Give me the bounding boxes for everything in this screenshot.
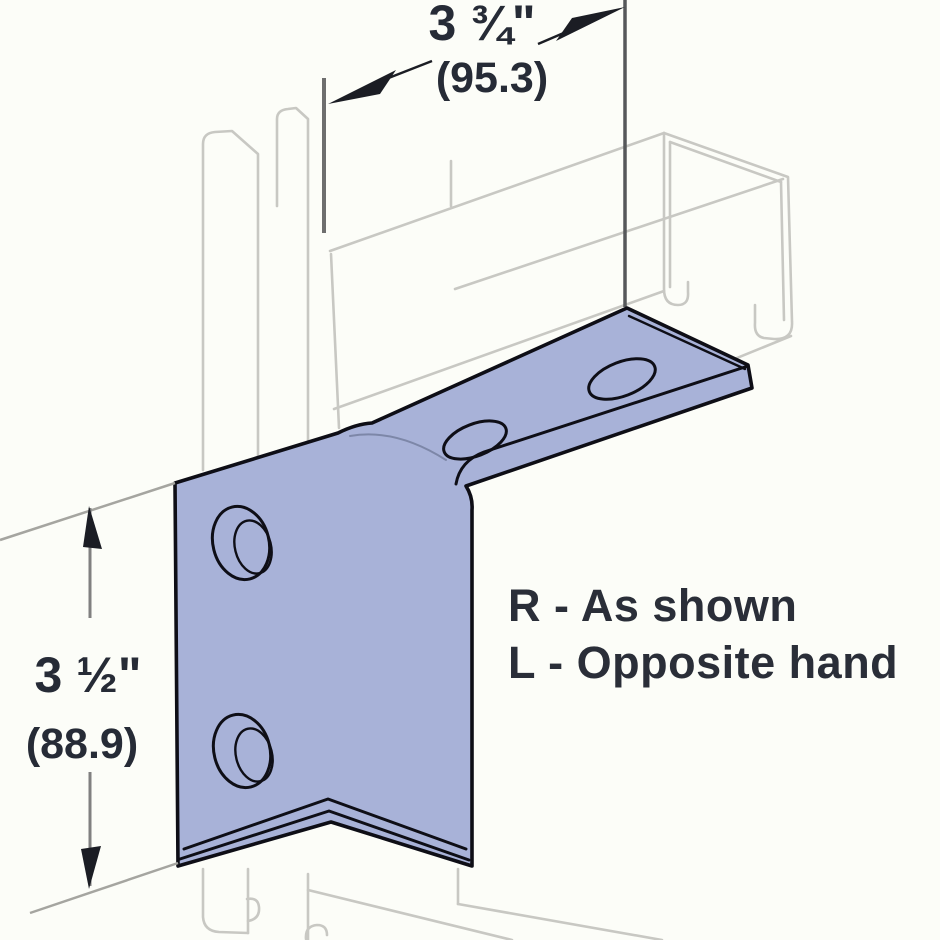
bracket-body xyxy=(173,306,754,868)
left-dimension-inches: 3 ½" xyxy=(34,647,141,703)
dimension-top-extension-lines xyxy=(322,0,627,307)
bolt-hole-upper xyxy=(210,504,273,582)
top-dimension-inches: 3 ¾" xyxy=(428,0,535,51)
left-dimension-mm: (88.9) xyxy=(26,720,138,768)
left-dimension-arrow-down xyxy=(81,846,101,889)
left-dimension-arrow-up xyxy=(83,506,102,549)
bracket-bottom-edge-line-1 xyxy=(182,797,468,851)
angle-bracket xyxy=(173,306,754,868)
bracket-bend-crease xyxy=(349,433,447,461)
slot-hole-near xyxy=(442,419,508,461)
bracket-bottom-edge-line-2 xyxy=(178,809,471,862)
orientation-label-r: R - As shown xyxy=(508,580,797,631)
dimension-left xyxy=(0,481,179,915)
bracket-end-thickness-line xyxy=(627,314,747,371)
dimension-top xyxy=(328,7,625,104)
bolt-hole-lower xyxy=(211,712,274,790)
left-extension-line-bottom xyxy=(29,861,179,915)
slot-hole-far xyxy=(587,357,657,401)
orientation-label-l: L - Opposite hand xyxy=(508,637,898,688)
vertical-strut-ghost xyxy=(201,106,664,940)
top-dimension-arrow-left xyxy=(328,70,396,104)
left-extension-line-top xyxy=(0,481,176,542)
top-dimension-mm: (95.3) xyxy=(436,54,548,102)
top-dimension-arrow-right xyxy=(556,7,625,41)
